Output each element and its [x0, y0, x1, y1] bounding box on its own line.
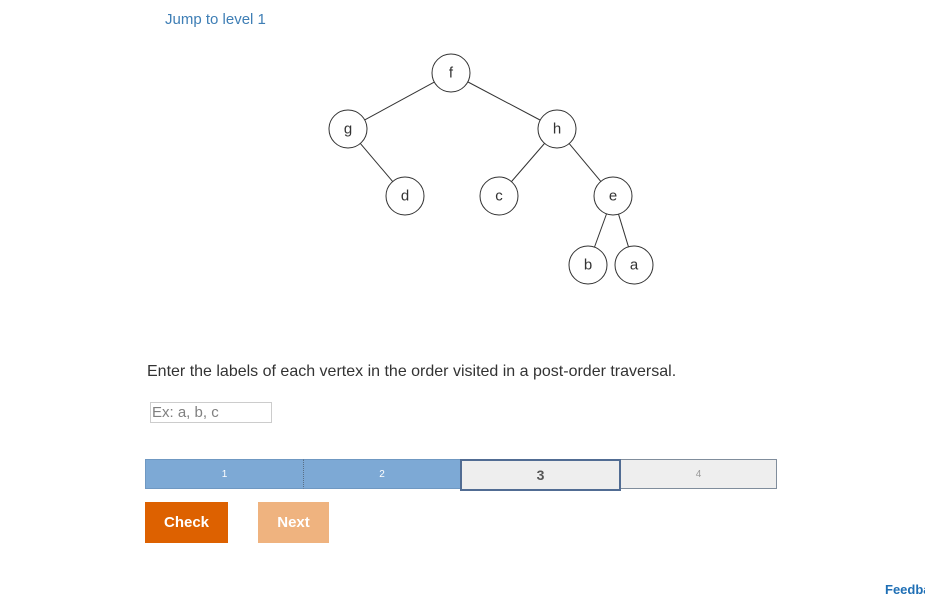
tree-node-h: h	[537, 109, 577, 149]
tree-node-circle	[537, 109, 577, 149]
tree-node-label: b	[584, 257, 592, 274]
binary-tree: f g h d c e b a	[328, 53, 654, 285]
feedback-link[interactable]: Feedba	[885, 582, 925, 597]
tree-node-label: d	[401, 188, 409, 205]
answer-input[interactable]	[150, 402, 272, 423]
tree-node-b: b	[568, 245, 608, 285]
tree-node-circle	[328, 109, 368, 149]
level-segment-1[interactable]: 1	[145, 459, 303, 489]
tree-edge-h-c	[511, 143, 545, 182]
tree-edge-g-d	[359, 143, 394, 182]
tree-node-circle	[614, 245, 654, 285]
tree-node-d: d	[385, 176, 425, 216]
tree-node-g: g	[328, 109, 368, 149]
tree-edge-e-b	[594, 213, 607, 248]
tree-node-label: f	[449, 65, 454, 82]
tree-nodes: f g h d c e b a	[328, 53, 654, 285]
tree-edges	[359, 81, 629, 248]
tree-node-label: h	[553, 121, 561, 138]
tree-edge-f-h	[467, 81, 541, 121]
question-prompt: Enter the labels of each vertex in the o…	[147, 363, 677, 380]
tree-node-label: e	[609, 188, 617, 205]
level-segment-3-current[interactable]: 3	[460, 459, 621, 491]
tree-node-circle	[568, 245, 608, 285]
tree-edge-f-g	[364, 81, 435, 121]
tree-edge-e-a	[618, 214, 629, 247]
tree-node-circle	[479, 176, 519, 216]
tree-node-circle	[593, 176, 633, 216]
tree-node-label: a	[630, 257, 639, 274]
tree-node-label: g	[344, 121, 352, 138]
tree-node-c: c	[479, 176, 519, 216]
tree-node-circle	[431, 53, 471, 93]
level-segment-4[interactable]: 4	[621, 459, 777, 489]
tree-node-label: c	[495, 188, 503, 205]
check-button[interactable]: Check	[145, 502, 228, 543]
tree-node-e: e	[593, 176, 633, 216]
next-button[interactable]: Next	[258, 502, 329, 543]
level-segment-2[interactable]: 2	[303, 459, 460, 489]
tree-node-circle	[385, 176, 425, 216]
tree-node-a: a	[614, 245, 654, 285]
jump-to-level-link[interactable]: Jump to level 1	[165, 11, 266, 28]
tree-edge-h-e	[568, 143, 602, 182]
tree-node-f: f	[431, 53, 471, 93]
level-progress-bar: 1 2 3 4	[145, 459, 777, 491]
